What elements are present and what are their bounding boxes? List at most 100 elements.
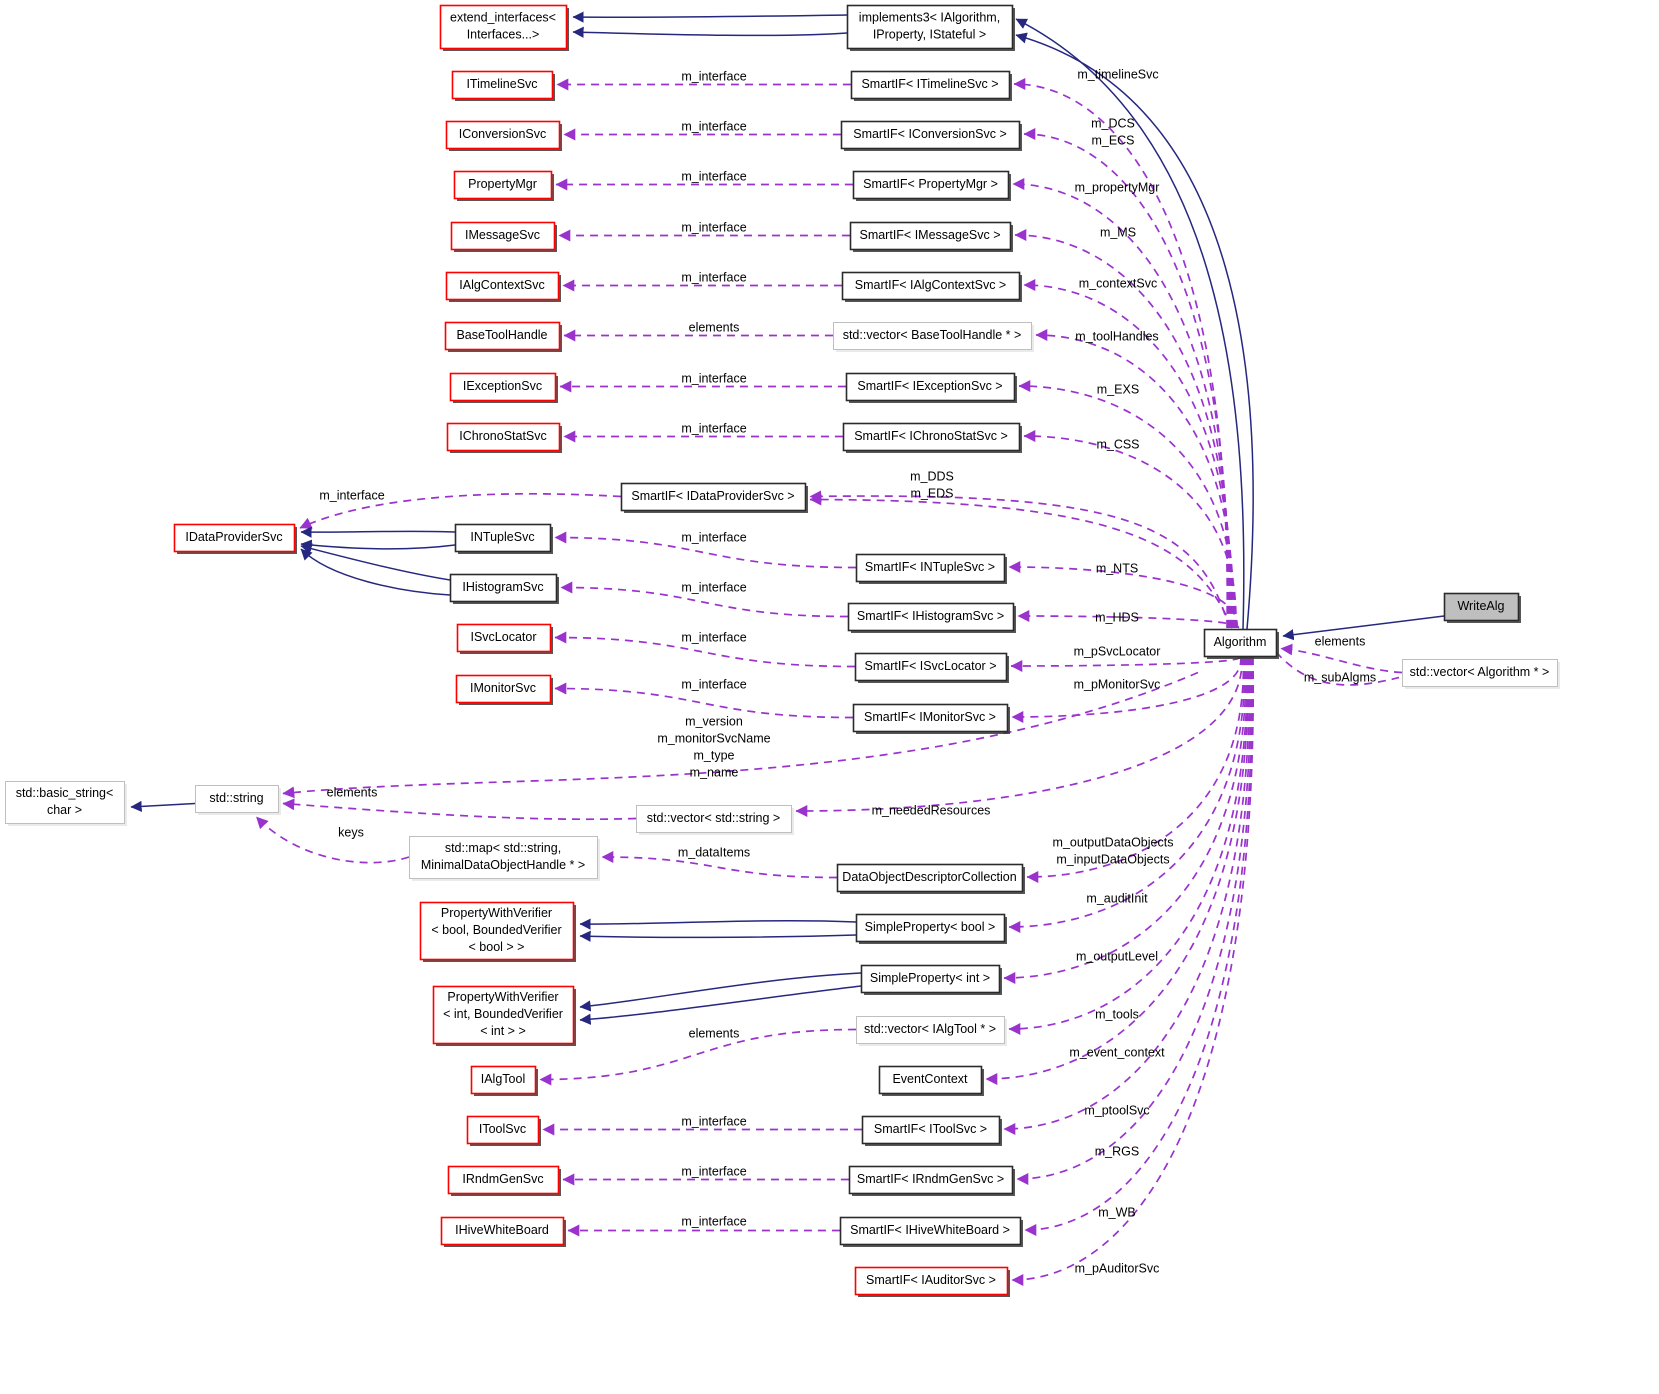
node-SimpleProperty_bool[interactable]: SimpleProperty< bool > xyxy=(855,913,1008,945)
edge-m_subAlgms xyxy=(1275,651,1400,686)
edge-label-lbl-m_pAuditorSvc: m_pAuditorSvc xyxy=(1075,1261,1160,1275)
node-SmartIF_INTupleSvc[interactable]: SmartIF< INTupleSvc > xyxy=(855,553,1008,585)
node-IAlgTool[interactable]: IAlgTool xyxy=(470,1065,539,1097)
node-IExceptionSvc[interactable]: IExceptionSvc xyxy=(449,372,559,404)
node-label: IConversionSvc xyxy=(459,127,547,141)
edge-m_pMonitorSvc xyxy=(1011,656,1242,723)
edge-inherit-SimpleProperty_bool-b xyxy=(579,930,857,942)
node-SmartIF_IDataProviderSvc[interactable]: SmartIF< IDataProviderSvc > xyxy=(620,482,809,514)
node-IMessageSvc[interactable]: IMessageSvc xyxy=(450,221,558,253)
edge-inherit-SimpleProperty_int-a xyxy=(579,972,862,1012)
node-IChronoStatSvc[interactable]: IChronoStatSvc xyxy=(446,422,563,454)
node-vector_Algorithm[interactable]: std::vector< Algorithm * > xyxy=(1402,659,1561,690)
node-SmartIF_IHistogramSvc[interactable]: SmartIF< IHistogramSvc > xyxy=(847,602,1017,634)
node-IRndmGenSvc[interactable]: IRndmGenSvc xyxy=(447,1165,562,1197)
node-ITimelineSvc[interactable]: ITimelineSvc xyxy=(451,70,556,102)
node-IDataProviderSvc[interactable]: IDataProviderSvc xyxy=(173,523,298,555)
node-label: SmartIF< IToolSvc > xyxy=(874,1122,987,1136)
node-EventContext[interactable]: EventContext xyxy=(878,1065,985,1097)
node-SmartIF_ISvcLocator[interactable]: SmartIF< ISvcLocator > xyxy=(854,652,1010,684)
node-SmartIF_IRndmGenSvc[interactable]: SmartIF< IRndmGenSvc > xyxy=(848,1165,1016,1197)
node-label: IMonitorSvc xyxy=(470,681,536,695)
node-label: SmartIF< IRndmGenSvc > xyxy=(857,1172,1004,1186)
node-label: Interfaces...> xyxy=(467,27,540,41)
edge-inherit-IHistogramSvc-IDataProviderSvc-a xyxy=(300,543,451,581)
node-label: SmartIF< INTupleSvc > xyxy=(865,560,995,574)
edge-label-lbl-m_interface-monitor: m_interface xyxy=(681,677,746,691)
node-label: SmartIF< IAuditorSvc > xyxy=(866,1273,996,1287)
node-IAlgContextSvc[interactable]: IAlgContextSvc xyxy=(445,271,562,303)
node-SmartIF_PropertyMgr[interactable]: SmartIF< PropertyMgr > xyxy=(852,170,1012,202)
node-SmartIF_IMonitorSvc[interactable]: SmartIF< IMonitorSvc > xyxy=(852,703,1011,735)
edge-label-lbl-m_inputDataObjects: m_inputDataObjects xyxy=(1056,852,1169,866)
edge-m_toolHandles xyxy=(1035,329,1235,629)
edge-m_interface-IMonitorSvc xyxy=(554,682,854,719)
node-WriteAlg[interactable]: WriteAlg xyxy=(1443,592,1522,624)
node-label: std::vector< Algorithm * > xyxy=(1410,665,1550,679)
edge-label-lbl-m_interface-chronostat: m_interface xyxy=(681,421,746,435)
edge-label-lbl-m_tools: m_tools xyxy=(1095,1007,1139,1021)
edge-label-lbl-m_interface-exception: m_interface xyxy=(681,371,746,385)
node-SmartIF_IMessageSvc[interactable]: SmartIF< IMessageSvc > xyxy=(849,221,1014,253)
node-label: SmartIF< IAlgContextSvc > xyxy=(855,278,1006,292)
node-DataObjectDescriptorCollection[interactable]: DataObjectDescriptorCollection xyxy=(836,863,1026,895)
node-extend_interfaces[interactable]: extend_interfaces<Interfaces...> xyxy=(439,4,570,52)
node-label: ISvcLocator xyxy=(470,630,536,644)
node-label: SmartIF< IExceptionSvc > xyxy=(857,379,1002,393)
node-label: < bool > > xyxy=(469,940,525,954)
usage-edges-group xyxy=(255,78,1403,1286)
node-label: SmartIF< IHistogramSvc > xyxy=(857,609,1004,623)
node-IToolSvc[interactable]: IToolSvc xyxy=(466,1115,542,1147)
edge-m_outputDataObjects xyxy=(1026,656,1244,883)
edge-inherit-SimpleProperty_bool-a xyxy=(579,918,857,930)
node-label: char > xyxy=(47,803,82,817)
edge-keys-std_string xyxy=(255,816,410,864)
node-IMonitorSvc[interactable]: IMonitorSvc xyxy=(455,674,554,706)
node-vector_string[interactable]: std::vector< std::string > xyxy=(636,805,795,836)
node-IConversionSvc[interactable]: IConversionSvc xyxy=(445,120,563,152)
edge-label-lbl-m_interface-message: m_interface xyxy=(681,220,746,234)
node-implements3[interactable]: implements3< IAlgorithm,IProperty, IStat… xyxy=(846,4,1016,52)
node-vector_BaseToolHandle[interactable]: std::vector< BaseToolHandle * > xyxy=(833,322,1035,353)
node-label: INTupleSvc xyxy=(470,530,534,544)
node-IHistogramSvc[interactable]: IHistogramSvc xyxy=(449,573,560,605)
edge-label-lbl-m_propertyMgr: m_propertyMgr xyxy=(1075,180,1160,194)
node-SmartIF_IAuditorSvc[interactable]: SmartIF< IAuditorSvc > xyxy=(854,1266,1011,1298)
edge-m_CSS xyxy=(1023,430,1237,629)
edge-label-lbl-m_MS: m_MS xyxy=(1100,225,1136,239)
node-Algorithm[interactable]: Algorithm xyxy=(1203,628,1280,660)
node-IHiveWhiteBoard[interactable]: IHiveWhiteBoard xyxy=(440,1216,567,1248)
node-map_string_handle[interactable]: std::map< std::string,MinimalDataObjectH… xyxy=(409,836,601,882)
node-SmartIF_IAlgContextSvc[interactable]: SmartIF< IAlgContextSvc > xyxy=(841,271,1023,303)
node-SmartIF_IExceptionSvc[interactable]: SmartIF< IExceptionSvc > xyxy=(845,372,1018,404)
node-label: std::vector< BaseToolHandle * > xyxy=(843,328,1022,342)
edge-inherit-std_string-basic_string xyxy=(130,800,196,813)
edge-inherit-INTupleSvc-IDataProviderSvc-a xyxy=(300,526,456,538)
node-basic_string[interactable]: std::basic_string<char > xyxy=(5,781,128,827)
node-PropertyWithVerifier_int[interactable]: PropertyWithVerifier< int, BoundedVerifi… xyxy=(432,985,577,1047)
node-SimpleProperty_int[interactable]: SimpleProperty< int > xyxy=(860,964,1003,996)
node-SmartIF_ITimelineSvc[interactable]: SmartIF< ITimelineSvc > xyxy=(850,70,1013,102)
node-BaseToolHandle[interactable]: BaseToolHandle xyxy=(444,321,563,353)
node-label: IHiveWhiteBoard xyxy=(455,1223,549,1237)
node-PropertyMgr[interactable]: PropertyMgr xyxy=(453,170,555,202)
node-label: SimpleProperty< int > xyxy=(870,971,990,985)
node-vector_IAlgTool[interactable]: std::vector< IAlgTool * > xyxy=(856,1016,1008,1047)
node-PropertyWithVerifier_bool[interactable]: PropertyWithVerifier< bool, BoundedVerif… xyxy=(419,901,577,963)
node-INTupleSvc[interactable]: INTupleSvc xyxy=(454,523,554,555)
nodes-group: extend_interfaces<Interfaces...> implemen… xyxy=(5,4,1561,1298)
edge-label-lbl-m_EXS: m_EXS xyxy=(1097,382,1139,396)
node-std_string[interactable]: std::string xyxy=(195,785,282,816)
edge-label-lbl-elements-toolhandles: elements xyxy=(689,320,740,334)
edge-label-lbl-m_outputDataObjects: m_outputDataObjects xyxy=(1053,835,1174,849)
node-SmartIF_IConversionSvc[interactable]: SmartIF< IConversionSvc > xyxy=(840,120,1023,152)
node-label: ITimelineSvc xyxy=(466,77,537,91)
edge-label-lbl-m_interface-ntuple: m_interface xyxy=(681,530,746,544)
node-label: IExceptionSvc xyxy=(463,379,542,393)
node-ISvcLocator[interactable]: ISvcLocator xyxy=(456,623,554,655)
node-SmartIF_IChronoStatSvc[interactable]: SmartIF< IChronoStatSvc > xyxy=(842,422,1023,454)
node-label: IDataProviderSvc xyxy=(185,530,282,544)
node-SmartIF_IToolSvc[interactable]: SmartIF< IToolSvc > xyxy=(861,1115,1003,1147)
node-SmartIF_IHiveWhiteBoard[interactable]: SmartIF< IHiveWhiteBoard > xyxy=(839,1216,1024,1248)
